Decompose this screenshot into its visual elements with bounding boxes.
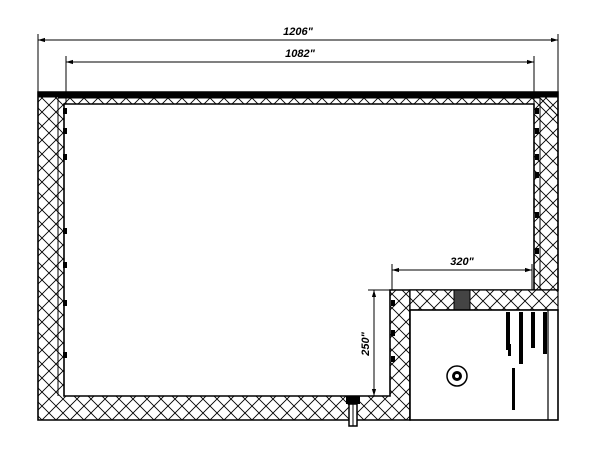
inner-lining <box>37 91 559 396</box>
drain-fitting <box>346 396 360 427</box>
dimension-overall-width <box>37 34 559 92</box>
dimension-step-height <box>368 289 410 397</box>
step-height-label: 250" <box>360 331 372 356</box>
overall-width-label: 1206" <box>283 26 313 38</box>
step-width-label: 320" <box>450 256 474 268</box>
inner-width-label: 1082" <box>285 48 315 60</box>
equipment-chamber <box>409 289 559 421</box>
dimension-step-width <box>391 264 533 290</box>
wall-fasteners <box>63 108 539 362</box>
dimension-inner-width <box>65 56 535 104</box>
